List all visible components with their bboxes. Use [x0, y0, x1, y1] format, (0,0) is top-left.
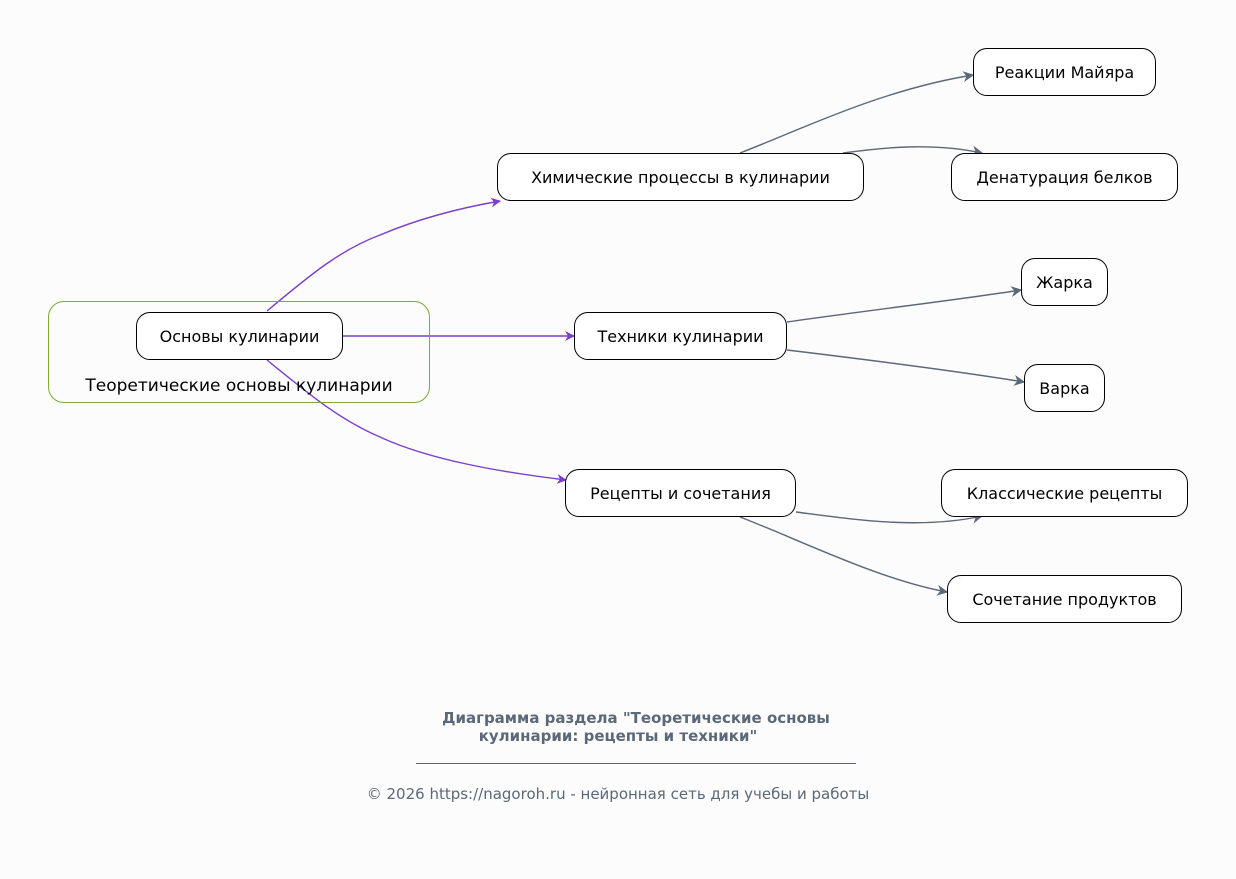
cluster-theory: Теоретические основы кулинарии: [48, 301, 430, 403]
node-classic[interactable]: Классические рецепты: [941, 469, 1188, 517]
node-maillard[interactable]: Реакции Майяра: [973, 48, 1156, 96]
node-chem[interactable]: Химические процессы в кулинарии: [497, 153, 864, 201]
caption-line-2: кулинарии: рецепты и техники": [478, 727, 758, 745]
edge-root-recipes: [266, 359, 567, 484]
caption-line-1: Диаграмма раздела "Теоретические основы: [442, 709, 830, 727]
node-recipes[interactable]: Рецепты и сочетания: [565, 469, 796, 517]
edge-tech-frying: [786, 286, 1023, 323]
cluster-label: Теоретические основы кулинарии: [85, 376, 393, 396]
node-root[interactable]: Основы кулинарии: [136, 312, 343, 360]
node-boiling[interactable]: Варка: [1024, 364, 1105, 412]
edge-chem-denat: [842, 145, 984, 157]
node-denat[interactable]: Денатурация белков: [951, 153, 1178, 201]
diagram-caption: Диаграмма раздела "Теоретические основы …: [0, 709, 1236, 745]
caption-divider: [416, 763, 856, 764]
node-frying[interactable]: Жарка: [1021, 258, 1108, 306]
edge-tech-boiling: [786, 349, 1026, 386]
node-tech[interactable]: Техники кулинарии: [574, 312, 787, 360]
edge-recipes-classic: [795, 511, 984, 524]
copyright-text: © 2026 https://nagoroh.ru - нейронная се…: [366, 785, 870, 803]
edge-chem-maillard: [739, 71, 975, 154]
node-combo[interactable]: Сочетание продуктов: [947, 575, 1182, 623]
edge-recipes-combo: [739, 516, 949, 596]
edge-root-chem: [266, 197, 501, 312]
